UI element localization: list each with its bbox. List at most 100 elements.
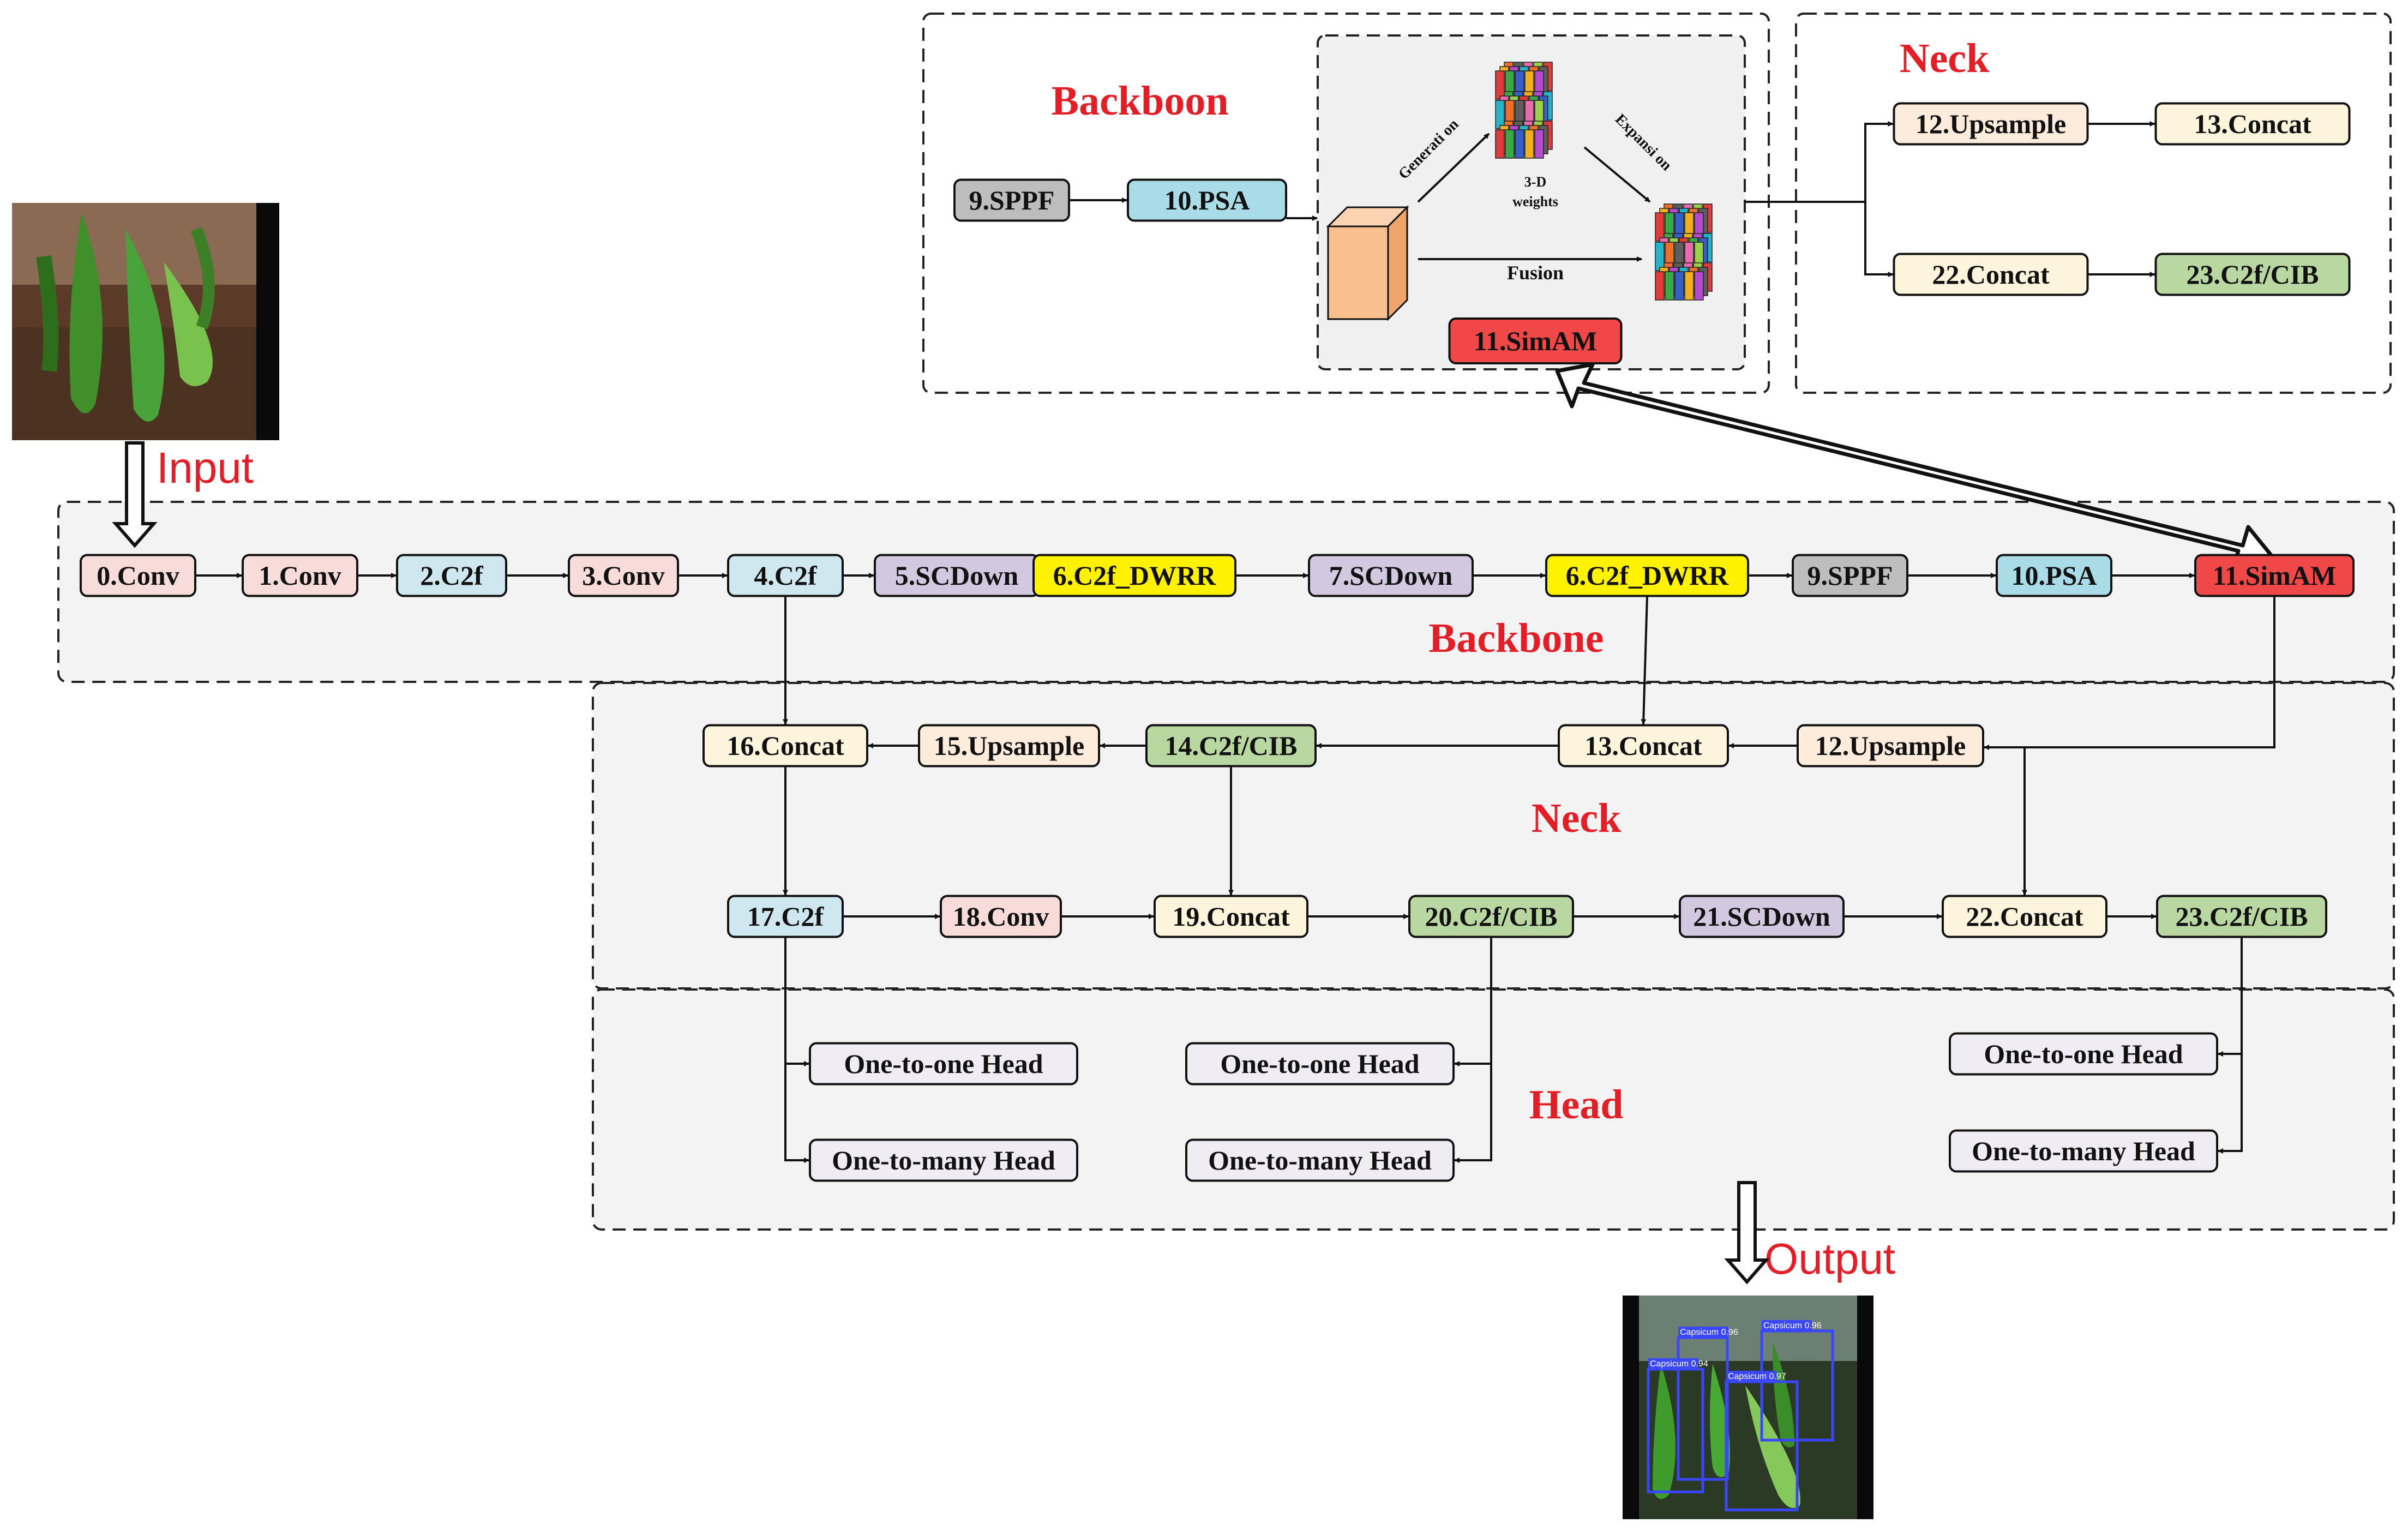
detection-label: Capsicum 0.96 [1763,1321,1822,1330]
backbone-node-label: 3.Conv [582,560,664,591]
inset-backbone-panel [922,13,1770,394]
neck-node-label: 12.Upsample [1815,730,1966,761]
backbone-node: 4.C2f [727,554,844,597]
neck-node: 22.Concat [1942,895,2107,938]
inset-concat13-node: 13.Concat [2154,102,2351,146]
backbone-node: 1.Conv [242,554,358,597]
neck-node: 17.C2f [727,895,844,938]
detection-label: Capsicum 0.96 [1680,1328,1738,1337]
neck-node: 20.C2f/CIB [1408,895,1574,938]
inset-upsample-node: 12.Upsample [1893,102,2089,146]
neck-title: Neck [1532,795,1622,841]
one-to-one-head: One-to-one Head [1949,1032,2218,1076]
neck-node-label: 22.Concat [1966,901,2083,932]
backbone-node: 6.C2f_DWRR [1545,554,1749,597]
inset-concat22-node: 22.Concat [1893,253,2089,296]
neck-node: 14.C2f/CIB [1145,724,1317,768]
inset-sppf-node-label: 9.SPPF [969,185,1055,215]
neck-node-label: 23.C2f/CIB [2175,901,2308,932]
one-to-one-head: One-to-one Head [1185,1042,1455,1086]
inset-neck-panel [1795,13,2392,394]
neck-node: 13.Concat [1558,724,1729,768]
backbone-node-label: 5.SCDown [895,560,1019,591]
neck-node: 15.Upsample [918,724,1100,768]
connector [1454,937,1492,1163]
backbone-node: 5.SCDown [874,554,1040,597]
connector [784,937,809,1163]
neck-node: 19.Concat [1154,895,1308,938]
connections [195,121,2275,1163]
inset-upsample-node-label: 12.Upsample [1915,109,2066,139]
weights-label-line2: weights [1512,194,1558,209]
one-to-many-head: One-to-many Head [809,1138,1078,1182]
one-to-many-head-label: One-to-many Head [1972,1136,2195,1166]
output-label: Output [1764,1234,1895,1283]
neck-node-label: 13.Concat [1584,730,1702,761]
neck-node-label: 15.Upsample [934,730,1084,761]
backbone-node: 3.Conv [568,554,679,597]
input-label: Input [157,443,254,492]
fusion-label: Fusion [1507,262,1564,284]
neck-node: 18.Conv [940,895,1062,938]
neck-node-label: 18.Conv [953,901,1049,932]
neck-node: 23.C2f/CIB [2156,895,2327,938]
connector [1864,202,1894,277]
backbone-node: 10.PSA [1996,554,2112,597]
head-panel [592,988,2395,1231]
head-title: Head [1529,1082,1623,1128]
one-to-many-head-label: One-to-many Head [1208,1145,1432,1176]
backbone-node: 6.C2f_DWRR [1032,554,1236,597]
backbone-node-label: 6.C2f_DWRR [1566,560,1729,591]
inset-psa-node-label: 10.PSA [1164,185,1250,215]
one-to-many-head-label: One-to-many Head [832,1145,1055,1176]
input-arrow [112,441,158,548]
backbone-node-label: 10.PSA [2011,560,2097,591]
backbone-node-label: 2.C2f [420,560,484,591]
neck-node: 12.Upsample [1797,724,1984,768]
connector [1984,596,2275,750]
backbone-node: 11.SimAM [2194,554,2355,597]
backbone-node-label: 6.C2f_DWRR [1053,560,1216,591]
inset-psa-node: 10.PSA [1127,178,1287,222]
inset-backbone-title: Backboon [1051,78,1228,124]
output-image: Capsicum 0.96 Capsicum 0.96 Capsicum 0.9… [1623,1296,1873,1519]
one-to-one-head-label: One-to-one Head [844,1048,1043,1079]
neck-node: 16.Concat [702,724,868,768]
neck-node-label: 14.C2f/CIB [1164,730,1297,761]
backbone-node: 9.SPPF [1792,554,1908,597]
backbone-node-label: 0.Conv [97,560,179,591]
inset-cib23-node: 23.C2f/CIB [2154,253,2351,296]
backbone-node: 7.SCDown [1308,554,1474,597]
backbone-title: Backbone [1429,615,1604,661]
neck-node-label: 21.SCDown [1693,901,1830,932]
one-to-one-head-label: One-to-one Head [1984,1039,2183,1069]
neck-node-label: 19.Concat [1172,901,1290,932]
weights-label-line1: 3-D [1524,174,1546,190]
backbone-node-label: 7.SCDown [1329,560,1453,591]
connector [2218,937,2243,1154]
detection-label: Capsicum 0.97 [1728,1372,1786,1381]
connector [1864,121,1894,202]
inset-cib23-node-label: 23.C2f/CIB [2186,259,2319,290]
inset-simam-node-label: 11.SimAM [1474,326,1597,356]
backbone-node: 0.Conv [80,554,196,597]
inset-simam-node: 11.SimAM [1448,317,1623,364]
inset-neck-title: Neck [1900,35,1990,81]
one-to-many-head: One-to-many Head [1949,1129,2218,1173]
inset-sppf-node: 9.SPPF [953,178,1070,222]
neck-node-label: 20.C2f/CIB [1425,901,1557,932]
output-arrow [1724,1181,1770,1285]
backbone-node-label: 1.Conv [259,560,341,591]
neck-node-label: 16.Concat [726,730,844,761]
detection-label: Capsicum 0.94 [1650,1359,1708,1369]
connector [1641,596,1648,725]
one-to-many-head: One-to-many Head [1185,1138,1455,1182]
nodes: 0.Conv 1.Conv 2.C2f 3.Conv 4.C2f 5.SCDown 6.C2… [80,102,2355,1182]
neck-node: 21.SCDown [1679,895,1845,938]
inset-concat13-node-label: 13.Concat [2194,109,2311,139]
backbone-node: 2.C2f [396,554,507,597]
one-to-one-head: One-to-one Head [809,1042,1078,1086]
neck-node-label: 17.C2f [747,901,825,932]
backbone-node-label: 4.C2f [754,560,818,591]
